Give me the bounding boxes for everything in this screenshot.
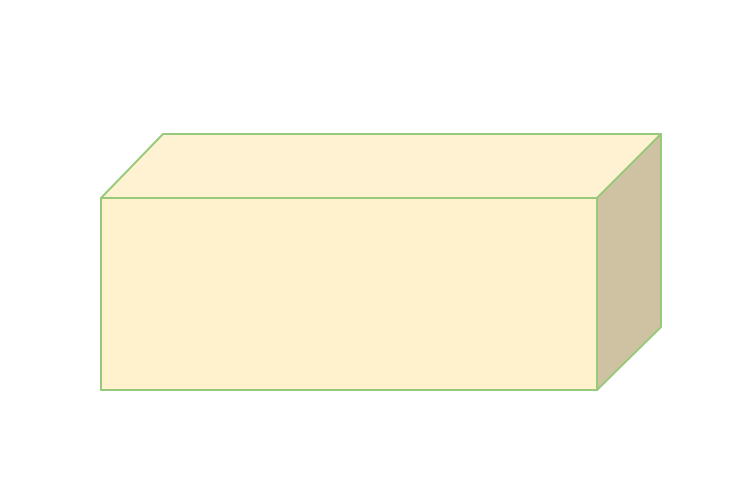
rectangular-prism bbox=[100, 133, 662, 391]
prism-top-face bbox=[100, 133, 662, 199]
prism-front-face bbox=[100, 197, 598, 391]
